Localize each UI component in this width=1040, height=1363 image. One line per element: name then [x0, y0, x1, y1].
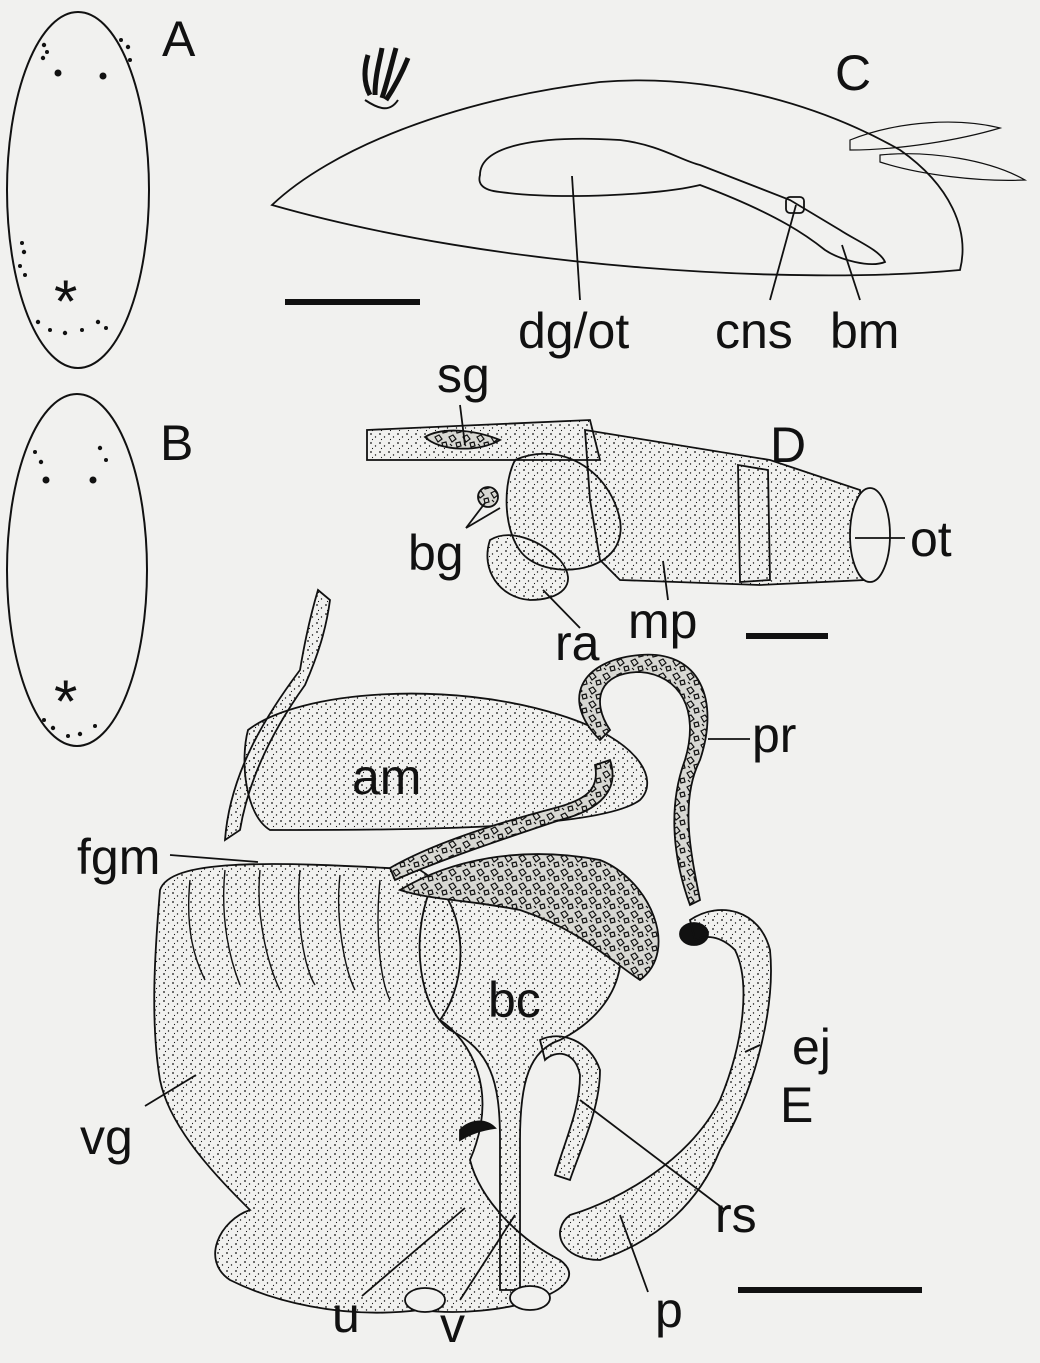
asterisk-a: * — [54, 272, 77, 332]
panel-c-body — [272, 48, 1025, 300]
label-vg: vg — [80, 1112, 133, 1162]
label-ra: ra — [555, 618, 599, 668]
label-ot: ot — [910, 514, 952, 564]
label-cns: cns — [715, 306, 793, 356]
label-v: v — [440, 1300, 465, 1350]
label-am: am — [352, 752, 421, 802]
label-ej: ej — [792, 1022, 831, 1072]
label-dg-ot: dg/ot — [518, 306, 629, 356]
panel-e-reproductive — [145, 590, 771, 1313]
label-bc: bc — [488, 975, 541, 1025]
panel-label-a: A — [162, 14, 195, 64]
label-bg: bg — [408, 528, 464, 578]
asterisk-b: * — [54, 672, 77, 732]
panel-a-worm — [7, 12, 149, 368]
label-sg: sg — [437, 350, 490, 400]
label-p: p — [655, 1285, 683, 1335]
panel-label-b: B — [160, 418, 193, 468]
label-u: u — [332, 1290, 360, 1340]
label-rs: rs — [715, 1190, 757, 1240]
label-mp: mp — [628, 596, 697, 646]
label-fgm: fgm — [77, 832, 160, 882]
label-bm: bm — [830, 306, 899, 356]
panel-label-e: E — [780, 1080, 813, 1130]
panel-label-d: D — [770, 420, 806, 470]
panel-label-c: C — [835, 48, 871, 98]
label-pr: pr — [752, 710, 796, 760]
